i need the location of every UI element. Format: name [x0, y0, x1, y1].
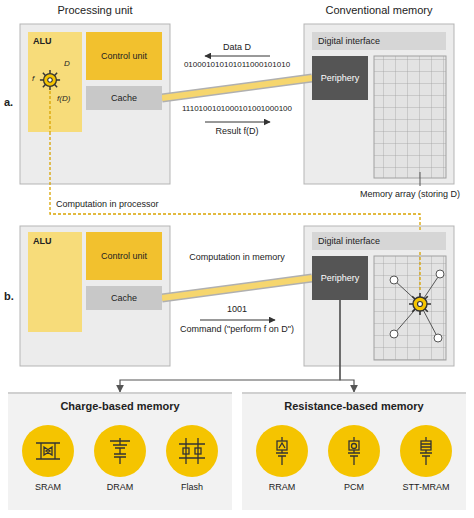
periphery-block: Periphery [312, 56, 368, 100]
math-symbol: f [32, 74, 34, 83]
bus-outline [162, 78, 312, 98]
node-label: Conventional memory [304, 4, 454, 17]
annotation: Result f(D) [187, 126, 287, 136]
memory-group: Resistance-based memoryRRAM PCM STT-MRAM [242, 392, 466, 510]
flow-arrow [200, 320, 275, 321]
chip-heading: Conventional memoryDigital interfacePeri… [304, 4, 454, 184]
digital-interface: Digital interface [312, 32, 446, 50]
node-label: ALU [33, 236, 52, 246]
icon-circle [256, 425, 308, 477]
tree-connector [340, 300, 354, 392]
chip-body [20, 226, 170, 366]
chip-body [20, 24, 170, 184]
node-label: ALU [33, 36, 52, 46]
tree-connector [120, 300, 340, 392]
memory-icon [327, 424, 381, 478]
memory-icon [21, 424, 75, 478]
node-label: DRAM [88, 482, 152, 492]
memory-type: SRAM [16, 424, 80, 496]
memory-array [374, 56, 446, 178]
node-label: Digital interface [318, 36, 380, 46]
panel-letter: a. [4, 96, 18, 109]
node-label: Control unit [101, 251, 147, 261]
memory-array [374, 256, 446, 360]
icon-circle [328, 425, 380, 477]
alu-illustration [28, 32, 82, 132]
icon-circle [22, 425, 74, 477]
annotation: 010001010101011000101010 [172, 60, 302, 69]
node-label: Digital interface [318, 236, 380, 246]
bus-outline [162, 278, 312, 298]
annotation: Command ("perform f on D") [167, 324, 307, 334]
node-label: Periphery [321, 273, 360, 283]
node-label: Cache [111, 293, 137, 303]
memory-type: Flash [160, 424, 224, 496]
node-label: Flash [160, 482, 224, 492]
gear-icon [409, 293, 431, 315]
node-label: Periphery [321, 73, 360, 83]
math-symbol: D [64, 59, 70, 68]
panel-letter: b. [4, 290, 18, 303]
data-bus [162, 78, 312, 98]
gear-icon [40, 70, 60, 90]
memory-type: RRAM [250, 424, 314, 496]
flow-arrow [205, 56, 270, 57]
math-symbol: f(D) [57, 94, 70, 103]
flow-arrow [205, 122, 270, 123]
dashed-path [49, 91, 50, 132]
digital-interface: Digital interface [312, 232, 446, 250]
circuit-symbol [110, 438, 130, 464]
alu-block: ALU f Df(D) [28, 32, 82, 132]
circuit-symbol [179, 438, 205, 464]
circuit-symbol [36, 443, 60, 459]
memory-icon [165, 424, 219, 478]
annotation: Computation in processor [56, 199, 186, 209]
icon-circle [166, 425, 218, 477]
leader-line [420, 172, 421, 186]
icon-circle [400, 425, 452, 477]
memory-icon [93, 424, 147, 478]
memory-cell [390, 270, 444, 342]
memory-type: STT-MRAM [394, 424, 458, 496]
control-unit: Control unit [86, 32, 162, 80]
node-label: STT-MRAM [394, 482, 458, 492]
annotation: 1110100101000101001000100 [172, 104, 302, 113]
node-label: RRAM [250, 482, 314, 492]
circuit-symbol [348, 437, 360, 465]
node-label: Resistance-based memory [242, 394, 466, 413]
circuit-symbol [276, 437, 288, 465]
annotation: 1001 [187, 304, 287, 314]
annotation: Computation in memory [172, 252, 302, 262]
node-label: Control unit [101, 51, 147, 61]
node-label: Charge-based memory [8, 394, 232, 413]
node-label: PCM [322, 482, 386, 492]
icon-circle [94, 425, 146, 477]
chip-body [304, 24, 454, 184]
cache-block: Cache [86, 286, 162, 310]
memory-type: PCM [322, 424, 386, 496]
array-links [394, 274, 440, 338]
periphery-block: Periphery [312, 256, 368, 300]
data-bus [162, 278, 312, 298]
node-label: Processing unit [20, 4, 170, 17]
control-unit: Control unit [86, 232, 162, 280]
memory-icon [399, 424, 453, 478]
chip-body [304, 226, 454, 366]
annotation: Data D [187, 42, 287, 52]
chip-heading: Processing unitControl unit ALU f Df(D) Cach… [20, 4, 170, 184]
cache-block: Cache [86, 86, 162, 110]
memory-type: DRAM [88, 424, 152, 496]
memory-group: Charge-based memorySRAM DRAM Flash [8, 392, 232, 510]
alu-block: ALU [28, 232, 82, 332]
node-label: SRAM [16, 482, 80, 492]
circuit-symbol [420, 437, 432, 465]
memory-icon [255, 424, 309, 478]
annotation: Memory array (storing D) [350, 189, 470, 199]
node-label: Cache [111, 93, 137, 103]
